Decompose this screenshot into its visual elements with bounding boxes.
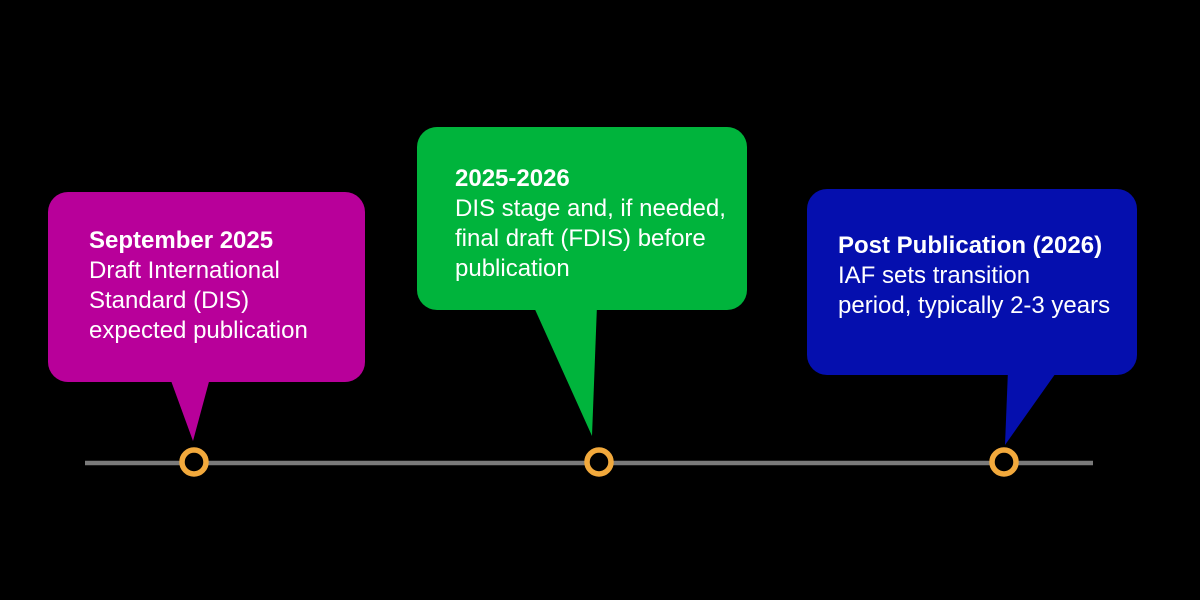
- bubble-tail-september-2025: [170, 378, 210, 441]
- timeline-marker-2: [584, 447, 614, 477]
- bubble-body-line: IAF sets transition: [838, 262, 1031, 289]
- bubble-tail-post-publication: [1005, 370, 1058, 445]
- bubble-body-line: final draft (FDIS) before: [455, 225, 706, 252]
- event-bubble-post-publication: Post Publication (2026) IAF sets transit…: [807, 189, 1137, 375]
- bubble-body-line: expected publication: [89, 317, 308, 344]
- timeline-marker-3: [989, 447, 1019, 477]
- event-bubble-september-2025: September 2025 Draft International Stand…: [48, 192, 365, 382]
- bubble-heading: September 2025: [89, 227, 274, 254]
- bubble-heading: 2025-2026: [455, 165, 570, 192]
- bubble-tail-2025-2026: [533, 305, 597, 436]
- bubble-heading: Post Publication (2026): [838, 232, 1103, 259]
- bubble-body-line: Draft International: [89, 257, 280, 284]
- bubble-body-line: publication: [455, 255, 570, 282]
- bubble-body-line: period, typically 2-3 years: [838, 292, 1111, 319]
- bubble-body-line: Standard (DIS): [89, 287, 250, 314]
- timeline-marker-1: [179, 447, 209, 477]
- event-bubble-2025-2026: 2025-2026 DIS stage and, if needed, fina…: [417, 127, 747, 310]
- bubble-body-line: DIS stage and, if needed,: [455, 195, 726, 222]
